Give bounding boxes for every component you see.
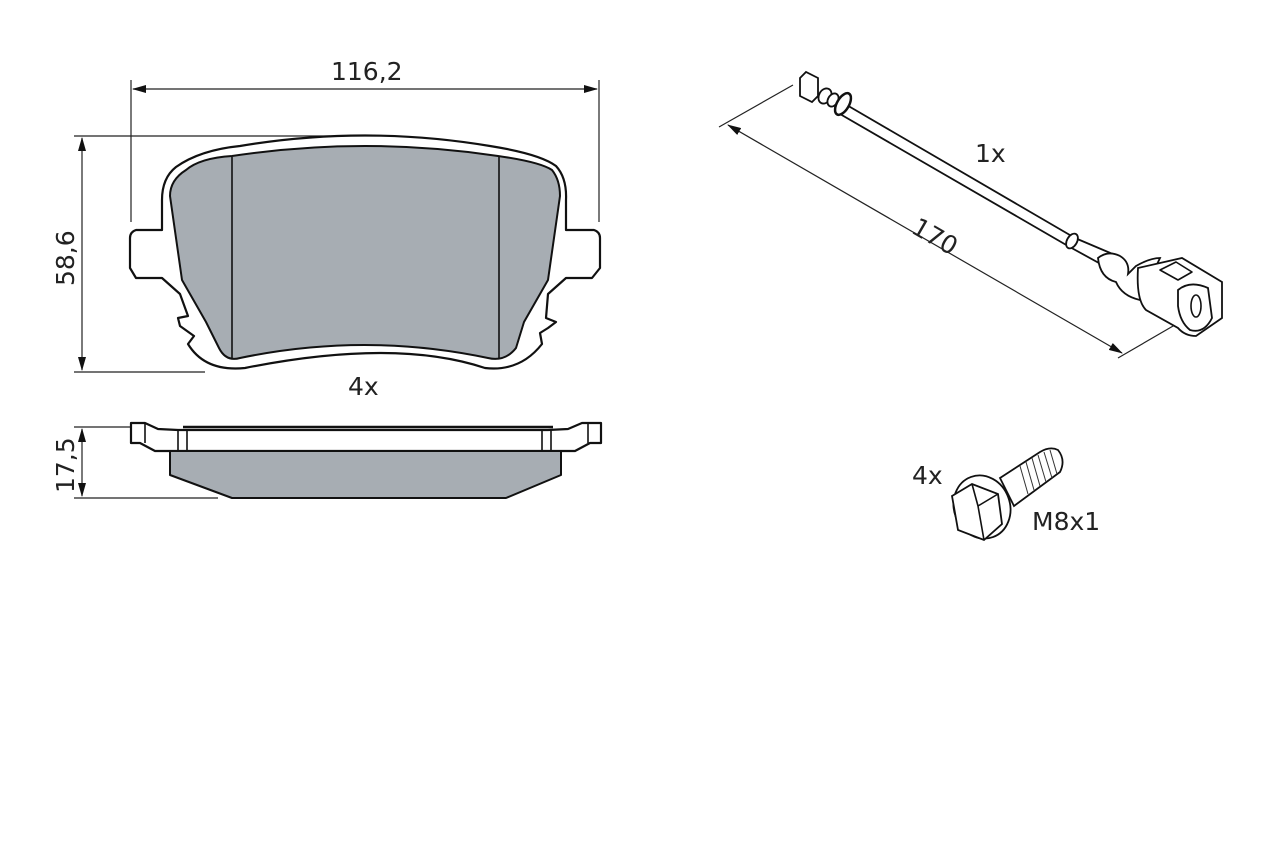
height-label: 58,6	[51, 230, 80, 286]
sensor-connector	[1097, 252, 1223, 337]
thickness-label: 17,5	[51, 437, 80, 493]
height-dimension	[74, 135, 330, 373]
bolt: 4x M8x1	[912, 447, 1100, 542]
brake-pad-front-view: 116,2 58,6 4x	[51, 57, 602, 401]
width-label: 116,2	[331, 57, 403, 86]
friction-material-side	[169, 450, 562, 499]
bolt-hex-head	[951, 483, 1003, 542]
sensor-quantity-label: 1x	[975, 139, 1006, 168]
pad-quantity-label: 4x	[348, 372, 379, 401]
length-dimension	[718, 84, 1181, 359]
sensor-length-label: 170	[907, 212, 963, 261]
bolt-thread-label: M8x1	[1032, 507, 1100, 536]
sensor-cable	[839, 103, 1116, 269]
friction-material	[169, 145, 561, 360]
wear-sensor: 1x 170	[718, 70, 1223, 359]
brake-pad-side-view: 17,5	[51, 421, 603, 499]
sensor-tip	[799, 70, 853, 117]
bolt-quantity-label: 4x	[912, 461, 943, 490]
width-dimension	[130, 80, 600, 222]
backing-plate-side	[129, 421, 603, 453]
bolt-thread	[998, 447, 1064, 508]
